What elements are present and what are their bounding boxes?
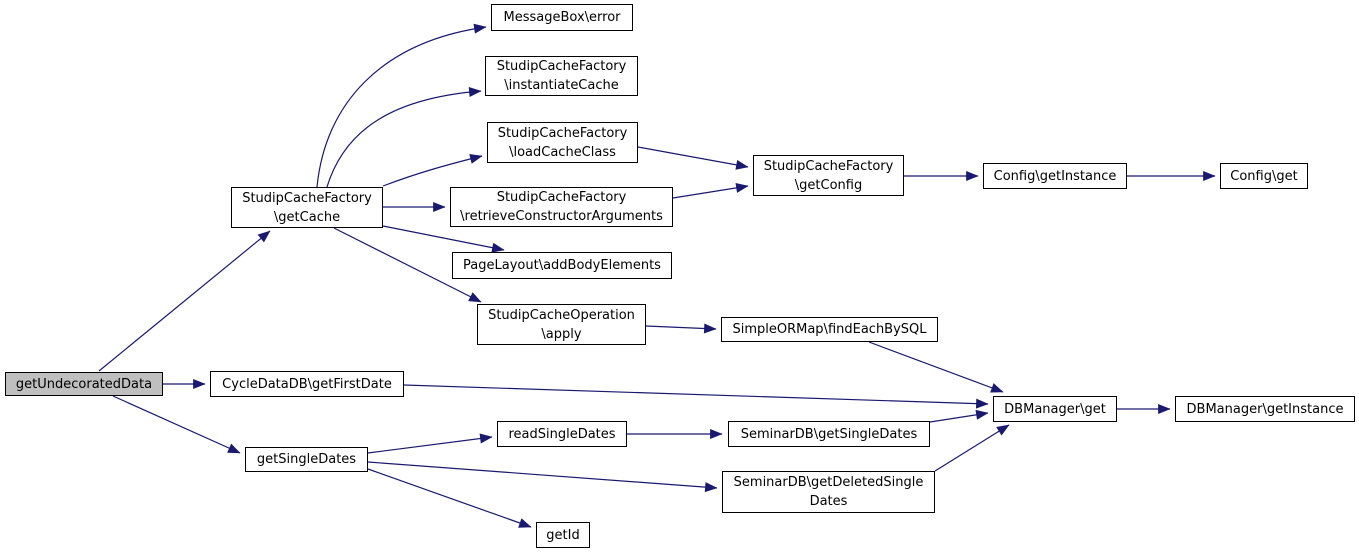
edge-apply-findEachBySQL — [645, 323, 717, 334]
edge-getFirstDate-dbGet — [403, 384, 989, 409]
node-getsingledates[interactable]: getSingleDates — [245, 447, 368, 472]
edge-semGetDeletedSingleDates-dbGet — [934, 424, 1010, 472]
node-studipcachefactory-retrieveconstructorarguments[interactable]: StudipCacheFactory \retrieveConstructorA… — [450, 187, 673, 227]
edge-loadCacheClass-getConfig — [637, 146, 749, 170]
node-getid[interactable]: getId — [536, 522, 590, 548]
edge-getSingleDates-semGetDeletedSingleDates — [367, 461, 718, 493]
edge-getCache-instantiateCache — [326, 86, 482, 188]
node-pagelayout-addbodyelements[interactable]: PageLayout\addBodyElements — [452, 252, 672, 279]
node-dbmanager-get[interactable]: DBManager\get — [993, 396, 1117, 422]
node-studipcacheoperation-apply[interactable]: StudipCacheOperation \apply — [477, 304, 646, 345]
node-studipcachefactory-instantiatecache[interactable]: StudipCacheFactory \instantiateCache — [485, 56, 638, 96]
node-dbmanager-getinstance[interactable]: DBManager\getInstance — [1175, 396, 1355, 422]
node-simpleormap-findeachbysql[interactable]: SimpleORMap\findEachBySQL — [721, 317, 938, 342]
edge-getSingleDates-readSingleDates — [367, 433, 493, 454]
edge-findEachBySQL-dbGet — [868, 341, 1004, 393]
edge-getCache-msgError — [316, 23, 487, 188]
edge-semGetSingleDates-dbGet — [929, 409, 989, 423]
node-readsingledates[interactable]: readSingleDates — [497, 421, 627, 447]
node-config-get[interactable]: Config\get — [1220, 163, 1308, 189]
edge-retrieveCtorArgs-getConfig — [672, 182, 749, 199]
edge-getSingleDates-getId — [367, 468, 532, 528]
edge-getCache-addBodyElements — [382, 225, 505, 253]
node-studipcachefactory-loadcacheclass[interactable]: StudipCacheFactory \loadCacheClass — [487, 122, 638, 163]
edge-getCache-apply — [333, 227, 482, 303]
edge-undecorated-getCache — [98, 230, 271, 372]
node-cycledatadb-getfirstdate[interactable]: CycleDataDB\getFirstDate — [210, 371, 404, 397]
node-studipcachefactory-getconfig[interactable]: StudipCacheFactory \getConfig — [753, 155, 904, 196]
node-seminardb-getdeletedsingledates[interactable]: SeminarDB\getDeletedSingle Dates — [722, 471, 935, 513]
node-studipcachefactory-getcache[interactable]: StudipCacheFactory \getCache — [231, 187, 383, 228]
node-getUndecoratedData[interactable]: getUndecoratedData — [5, 372, 163, 396]
edge-undecorated-getSingleDates — [112, 395, 241, 454]
node-seminardb-getsingledates[interactable]: SeminarDB\getSingleDates — [728, 421, 930, 447]
edge-getCache-loadCacheClass — [382, 154, 483, 187]
node-config-getinstance[interactable]: Config\getInstance — [983, 163, 1127, 189]
node-messagebox-error[interactable]: MessageBox\error — [491, 4, 633, 31]
